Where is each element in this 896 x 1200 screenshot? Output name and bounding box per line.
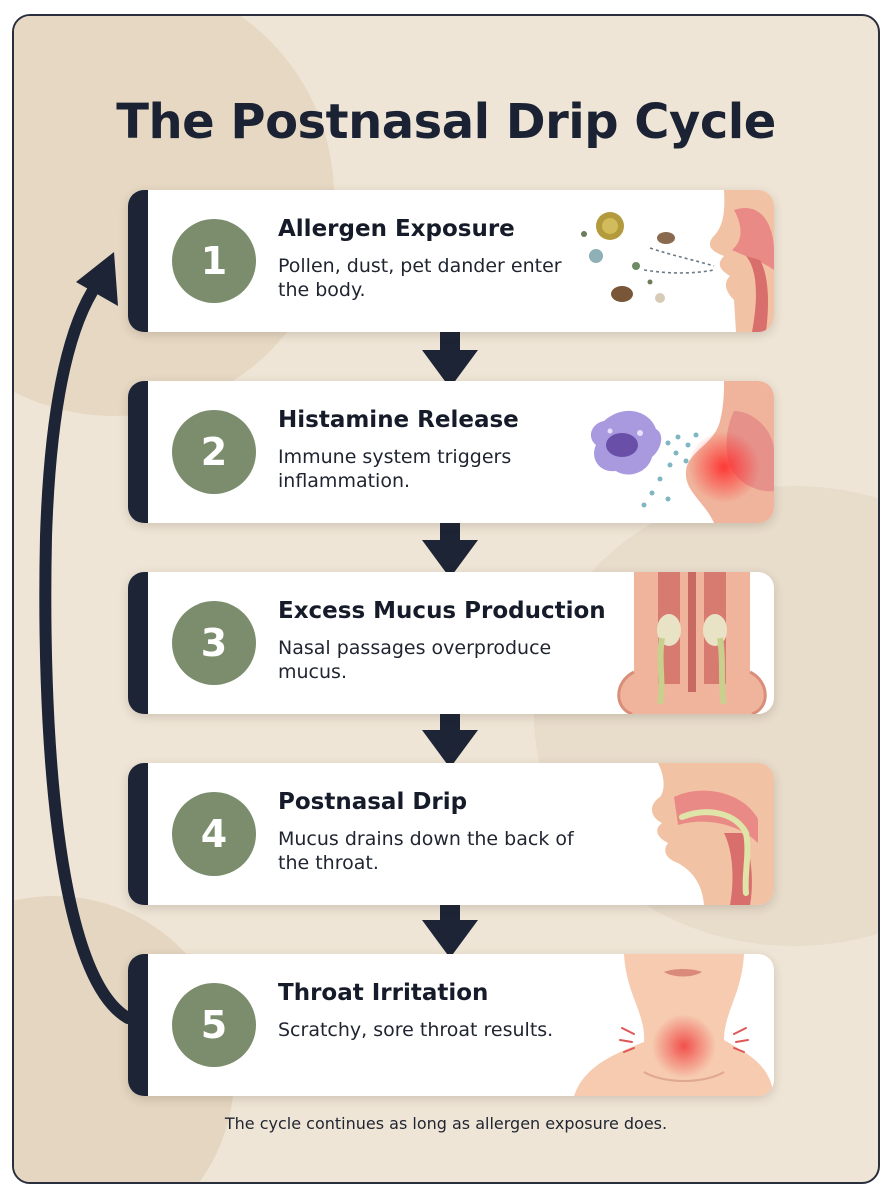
nasal-mucus-icon (617, 572, 767, 714)
infographic-frame: The Postnasal Drip Cycle (12, 14, 880, 1184)
step-title: Throat Irritation (278, 980, 489, 1006)
page-title: The Postnasal Drip Cycle (116, 94, 776, 150)
histamine-cell-icon (590, 381, 774, 523)
footer-note: The cycle continues as long as allergen … (224, 1114, 668, 1133)
step-card-1: 1 Allergen Exposure Pollen, dust, pet da… (128, 190, 774, 332)
step-description: Pollen, dust, pet dander enter the body. (278, 255, 562, 301)
step-number-badge: 4 (172, 792, 256, 876)
cycle-return-arrow (39, 252, 134, 1024)
sore-throat-icon (574, 954, 774, 1096)
step-title: Excess Mucus Production (278, 598, 606, 624)
step-description: Mucus drains down the back of the throat… (278, 828, 574, 874)
step-number-badge: 1 (172, 219, 256, 303)
step-number-badge: 5 (172, 983, 256, 1067)
step-card-2: 2 Histamine Release Immune system trigge… (128, 381, 774, 523)
step-card-4: 4 Postnasal Drip Mucus drains down the b… (128, 763, 774, 905)
throat-drip-icon (651, 763, 774, 905)
step-number-badge: 2 (172, 410, 256, 494)
allergen-nose-icon (581, 190, 774, 332)
step-description: Immune system triggers inflammation. (278, 446, 512, 492)
step-description: Scratchy, sore throat results. (278, 1019, 554, 1041)
step-card-3: 3 Excess Mucus Production Nasal passages… (128, 572, 774, 714)
step-title: Postnasal Drip (278, 789, 468, 815)
step-title: Allergen Exposure (278, 216, 515, 242)
step-description: Nasal passages overproduce mucus. (278, 637, 552, 683)
step-title: Histamine Release (278, 407, 519, 433)
step-number-badge: 3 (172, 601, 256, 685)
step-card-5: 5 Throat Irritation Scratchy, sore throa… (128, 954, 774, 1096)
